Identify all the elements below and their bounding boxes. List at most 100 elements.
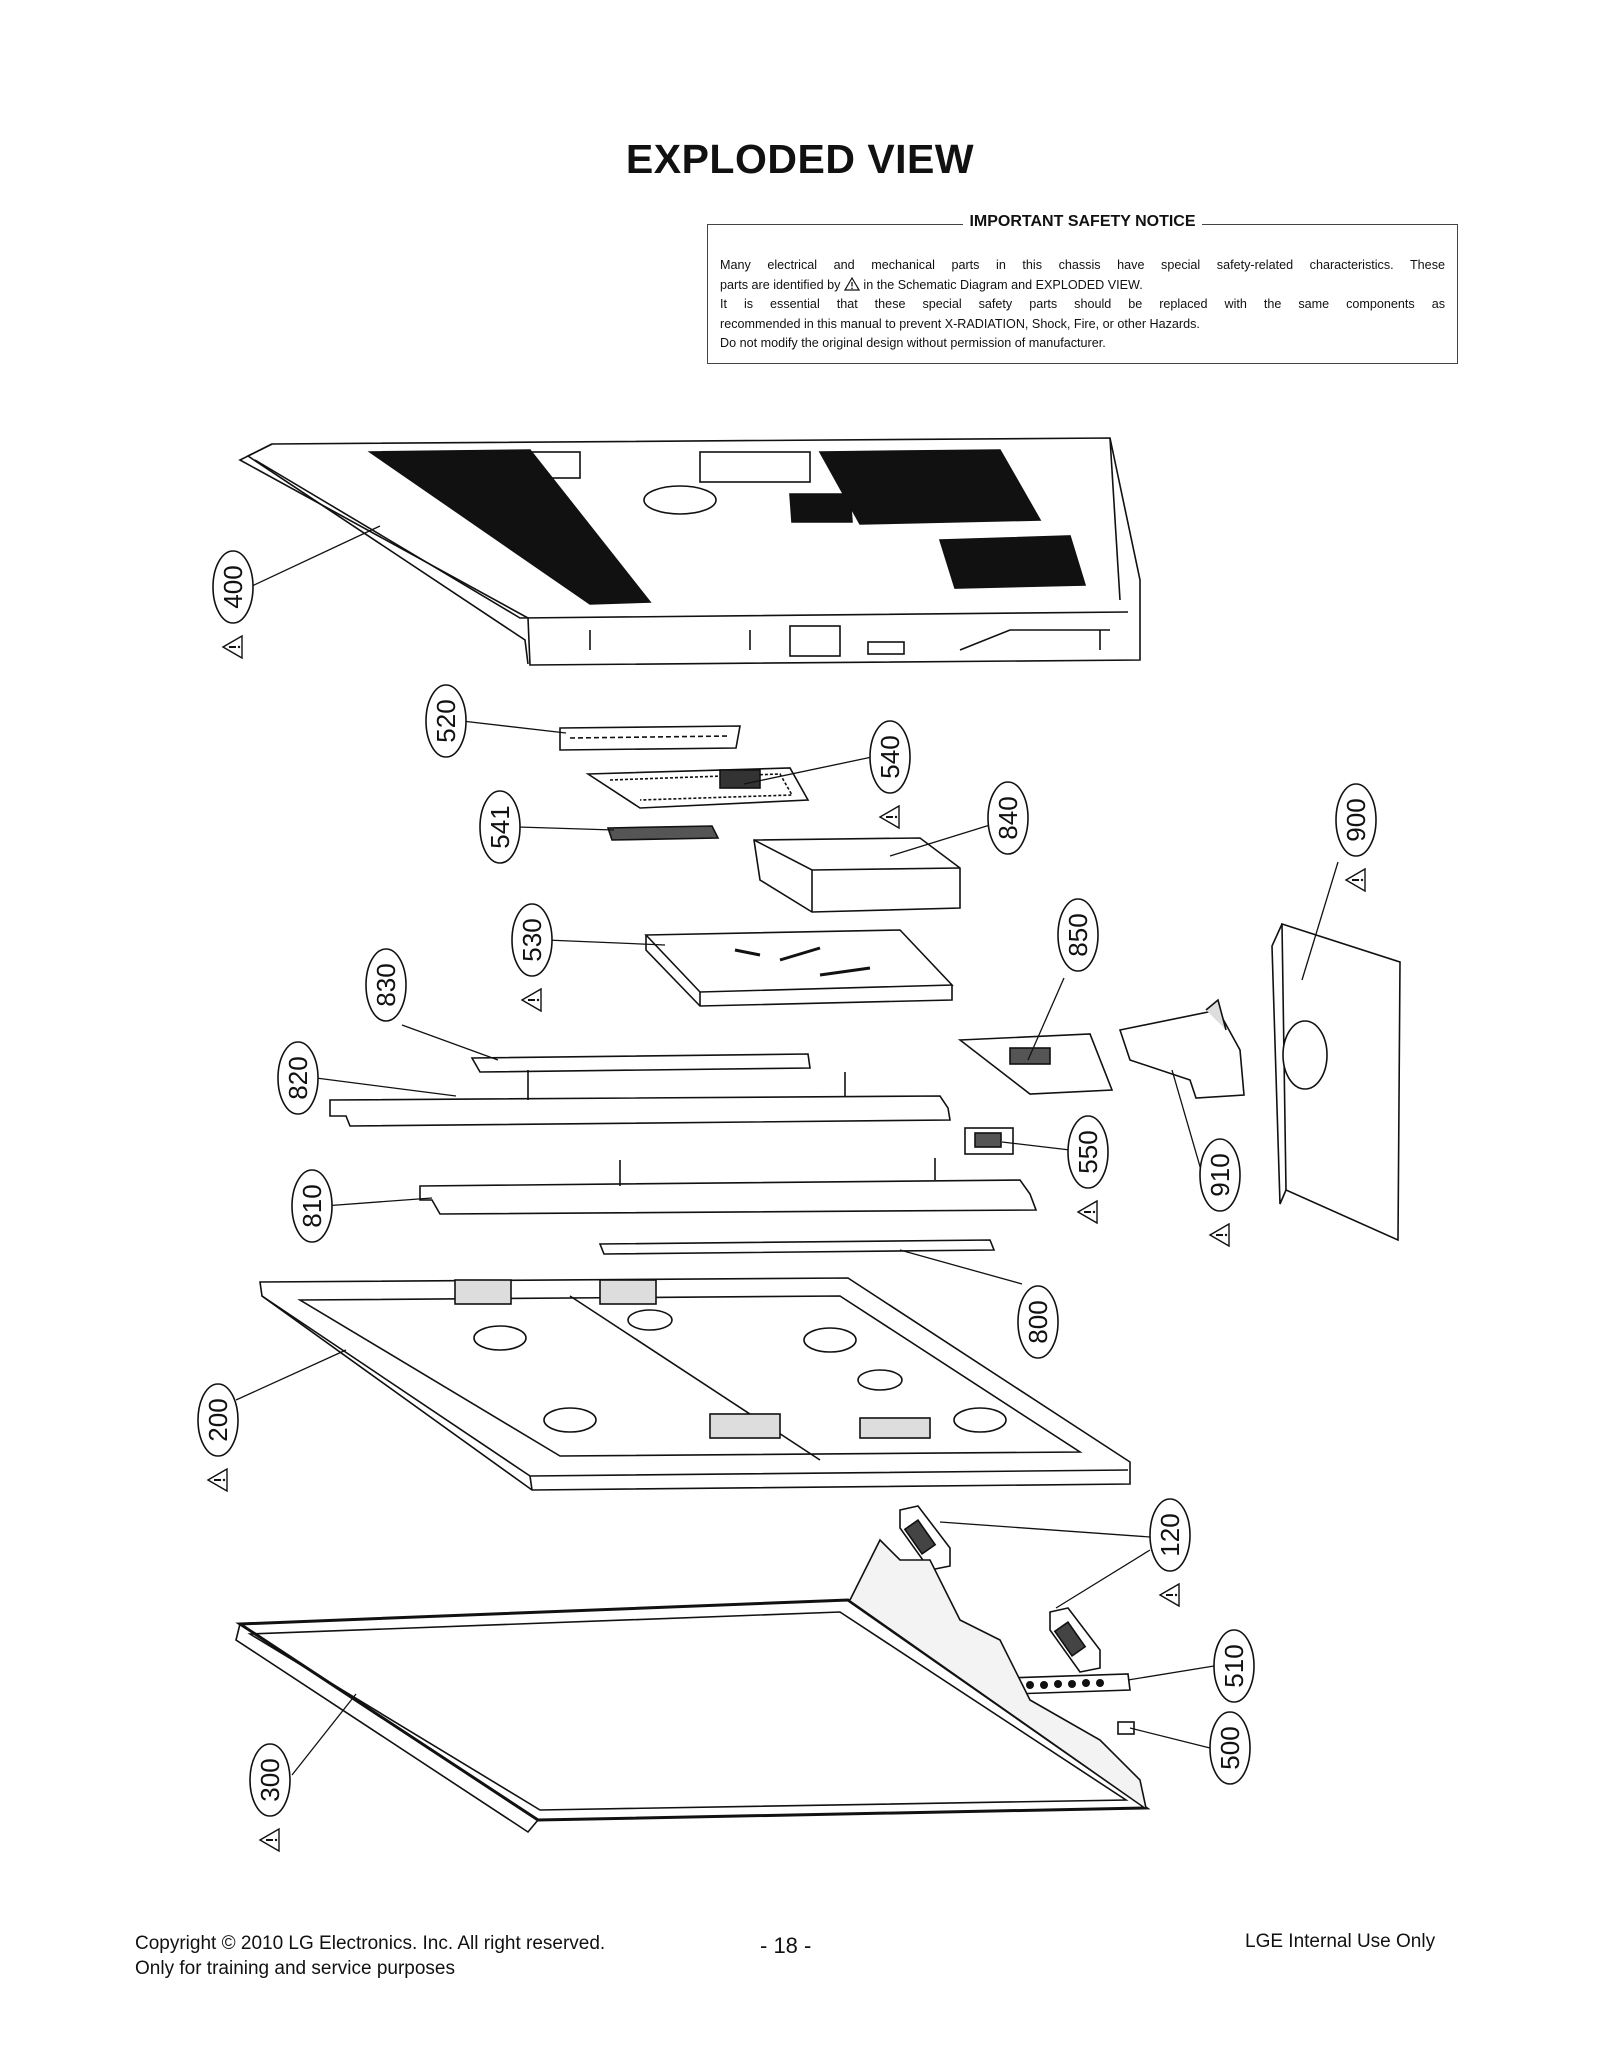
callout-oval [1149, 1498, 1191, 1572]
callout-oval [511, 903, 553, 977]
callout-oval [987, 781, 1029, 855]
callout-oval [212, 550, 254, 624]
callout-oval [249, 1743, 291, 1817]
part-number-label: 900 [1341, 798, 1371, 841]
notice-line-3: It is essential that these special safet… [720, 297, 1445, 311]
shield-cover-part [753, 837, 961, 913]
warning-triangle-icon [258, 1827, 280, 1853]
main-board-part [585, 767, 810, 809]
callout-oval [291, 1169, 333, 1243]
part-number-label: 810 [297, 1184, 327, 1227]
callout-541: 541 [479, 790, 521, 864]
callout-oval [365, 948, 407, 1022]
part-number-label: 200 [203, 1398, 233, 1441]
part-number-label: 520 [431, 699, 461, 742]
callout-oval [1209, 1711, 1251, 1785]
ir-receiver-part [1117, 1721, 1135, 1735]
callout-820: 820 [277, 1041, 319, 1115]
part-number-label: 800 [1023, 1300, 1053, 1343]
callout-oval [1017, 1285, 1059, 1359]
callout-120: 120 [1149, 1498, 1191, 1608]
callout-oval [1335, 783, 1377, 857]
callout-850: 850 [1057, 898, 1099, 972]
button-board-part [1006, 1673, 1131, 1695]
callout-810: 810 [291, 1169, 333, 1243]
speaker-part-upper [899, 1505, 951, 1571]
part-number-label: 500 [1215, 1726, 1245, 1769]
part-number-label: 840 [993, 796, 1023, 839]
purpose-text: Only for training and service purposes [135, 1958, 455, 1979]
safety-notice-box: IMPORTANT SAFETY NOTICE Many electrical … [707, 213, 1458, 364]
notice-line-5: Do not modify the original design withou… [720, 336, 1106, 350]
callout-oval [1213, 1629, 1255, 1703]
part-number-label: 541 [485, 805, 515, 848]
front-cabinet-part [235, 1538, 1151, 1834]
callout-500: 500 [1209, 1711, 1251, 1785]
callout-840: 840 [987, 781, 1029, 855]
part-number-label: 850 [1063, 913, 1093, 956]
warning-triangle-icon [1344, 867, 1366, 893]
part-number-label: 400 [218, 565, 248, 608]
callout-200: 200 [197, 1383, 239, 1493]
callout-oval [425, 684, 467, 758]
internal-use-label: LGE Internal Use Only [1245, 1931, 1436, 1952]
callout-800: 800 [1017, 1285, 1059, 1359]
part-number-label: 820 [283, 1056, 313, 1099]
part-number-label: 830 [371, 963, 401, 1006]
warning-triangle-icon [1076, 1199, 1098, 1225]
page-title: EXPLODED VIEW [625, 136, 975, 182]
support-bracket-820 [329, 1070, 951, 1127]
stand-hinge-part [1118, 998, 1245, 1099]
power-supply-part [644, 929, 954, 1007]
notice-line-2: parts are identified by in the Schematic… [720, 276, 1143, 292]
callout-oval [277, 1041, 319, 1115]
part-number-label: 510 [1219, 1644, 1249, 1687]
support-bar-800 [598, 1239, 996, 1255]
copyright-text: Copyright © 2010 LG Electronics. Inc. Al… [135, 1933, 606, 1954]
callout-900: 900 [1335, 783, 1377, 893]
part-number-label: 550 [1073, 1130, 1103, 1173]
part-number-label: 540 [875, 735, 905, 778]
warning-triangle-icon [1208, 1222, 1230, 1248]
support-bracket-830 [470, 1053, 811, 1073]
callout-oval [1199, 1138, 1241, 1212]
callout-910: 910 [1199, 1138, 1241, 1248]
safety-notice-body: Many electrical and mechanical parts in … [720, 256, 1445, 354]
callout-510: 510 [1213, 1629, 1255, 1703]
callout-830: 830 [365, 948, 407, 1022]
part-callouts: 400 520 540 541 840 900 530 850 830 820 550 910 810 8… [197, 550, 1377, 1853]
callout-520: 520 [425, 684, 467, 758]
callout-oval [479, 790, 521, 864]
part-number-label: 530 [517, 918, 547, 961]
leader-lines [235, 525, 1339, 1776]
part-number-label: 910 [1205, 1153, 1235, 1196]
speaker-jack-part [964, 1127, 1014, 1155]
notice-line-4: recommended in this manual to prevent X-… [720, 316, 1200, 331]
chassis-frame-part [259, 1277, 1131, 1491]
warning-triangle-icon [843, 276, 860, 291]
warning-triangle-icon [221, 634, 243, 660]
callout-oval [197, 1383, 239, 1457]
safety-notice-title: IMPORTANT SAFETY NOTICE [963, 213, 1202, 230]
terminal-bracket-part [559, 725, 741, 751]
callout-oval [1067, 1115, 1109, 1189]
warning-triangle-icon [878, 804, 900, 830]
support-bracket-810 [419, 1158, 1038, 1215]
callout-oval [869, 720, 911, 794]
callout-540: 540 [869, 720, 911, 830]
footer-left: Copyright © 2010 LG Electronics. Inc. Al… [135, 1931, 605, 1981]
warning-triangle-icon [520, 987, 542, 1013]
part-number-label: 300 [255, 1758, 285, 1801]
callout-400: 400 [212, 550, 254, 660]
back-cover-part [238, 437, 1141, 666]
notice-line-1: Many electrical and mechanical parts in … [720, 258, 1445, 272]
callout-530: 530 [511, 903, 553, 1013]
speaker-part-lower [1049, 1607, 1101, 1673]
callout-oval [1057, 898, 1099, 972]
page-number: - 18 - [760, 1933, 812, 1958]
stand-base-part [1271, 922, 1401, 1242]
callout-550: 550 [1067, 1115, 1109, 1225]
callout-300: 300 [249, 1743, 291, 1853]
sub-board-part [606, 825, 720, 841]
